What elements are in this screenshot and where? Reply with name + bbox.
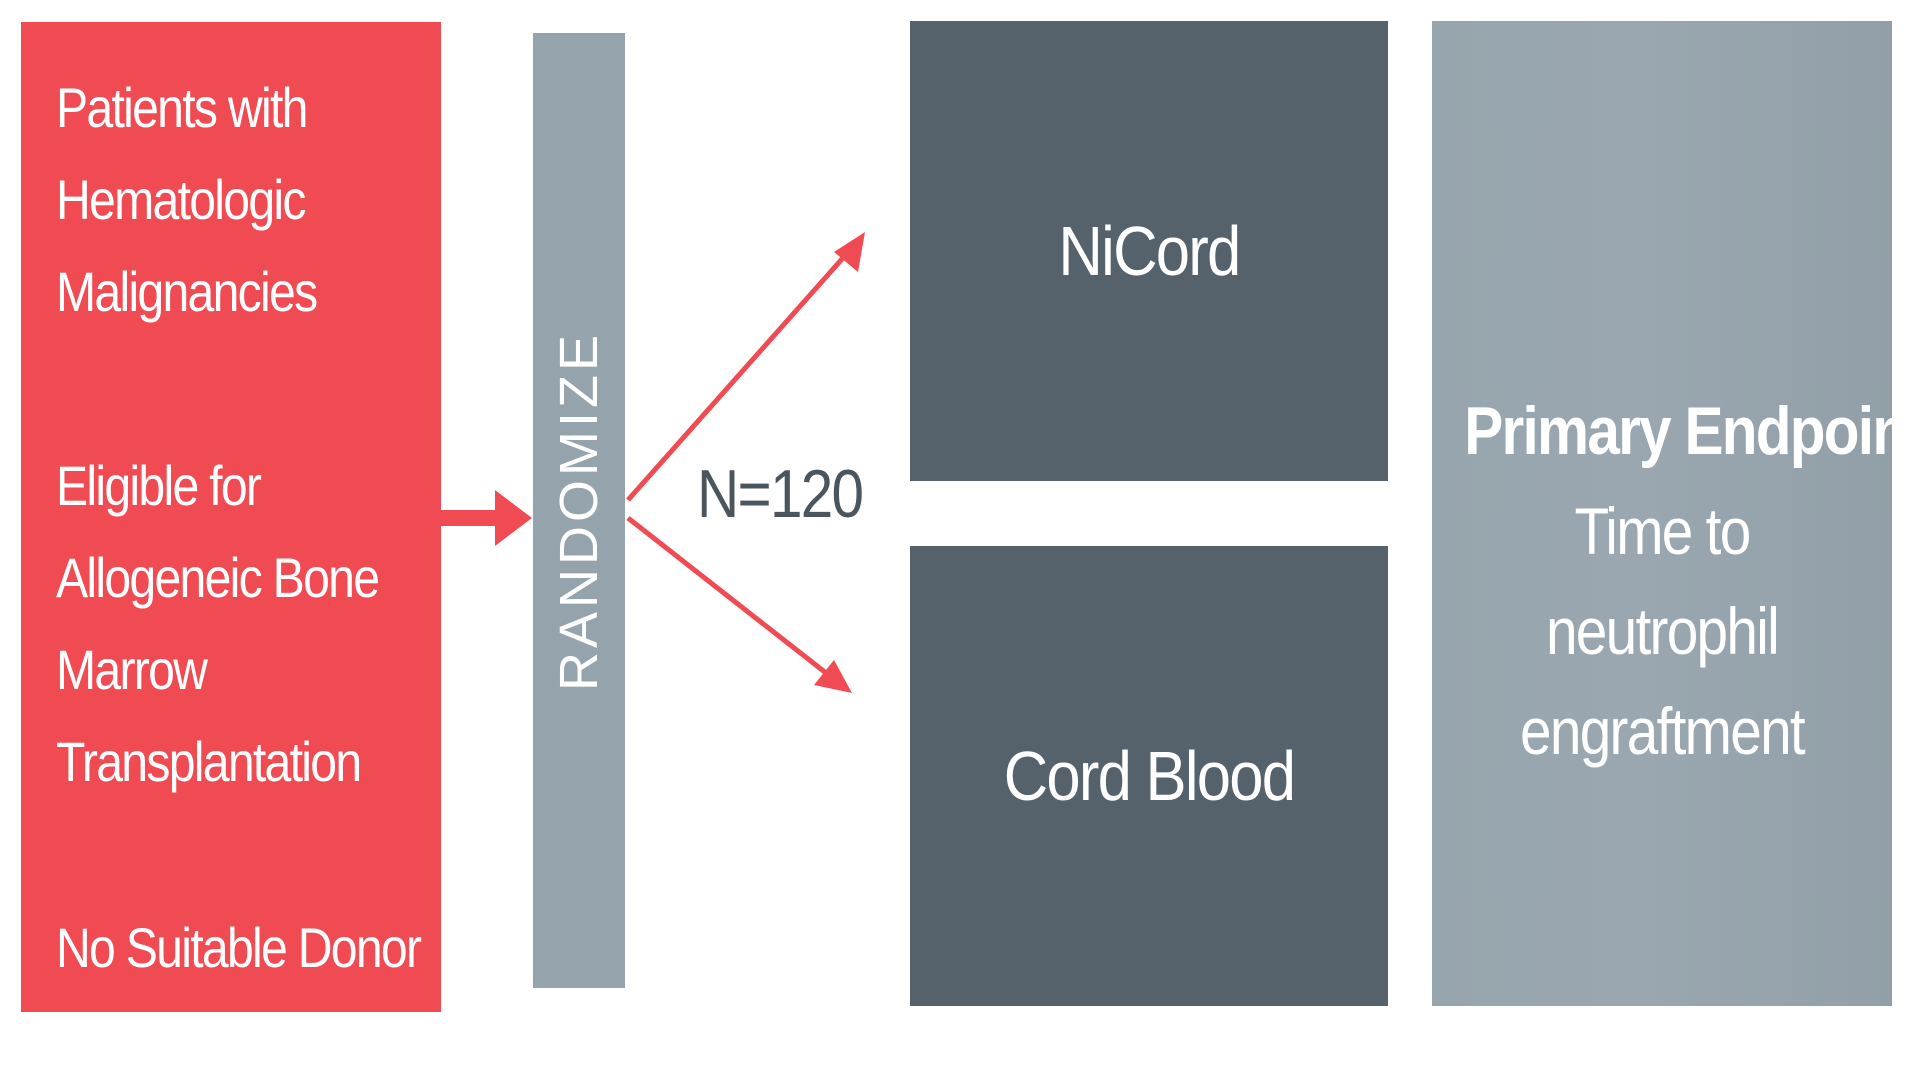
criteria-line: Hematologic: [56, 168, 306, 231]
arm-cord-blood: Cord Blood: [910, 546, 1388, 1006]
arm-label: Cord Blood: [1003, 737, 1296, 815]
criteria-line: Eligible for: [56, 454, 262, 517]
criteria-line: Malignancies: [56, 260, 318, 323]
randomize-label: RANDOMIZE: [549, 330, 609, 691]
primary-endpoint-box: Primary Endpoint Time to neutrophil engr…: [1432, 21, 1917, 1006]
arm-nicord: NiCord: [910, 21, 1388, 481]
arrow-to-randomize: [441, 490, 532, 546]
criteria-line: Transplantation: [56, 730, 362, 793]
criteria-line: Allogeneic Bone: [56, 546, 380, 609]
criteria-line: Patients with: [56, 76, 308, 139]
sample-size-label: N=120: [697, 456, 864, 532]
arrow-to-cord-blood: [626, 516, 852, 693]
criteria-line: Marrow: [56, 638, 208, 701]
randomize-bar: RANDOMIZE: [533, 33, 625, 988]
endpoint-description-line: engraftment: [1520, 694, 1806, 768]
endpoint-title: Primary Endpoint: [1464, 393, 1917, 469]
criteria-group-eligibility: Eligible for Allogeneic Bone Marrow Tran…: [56, 440, 380, 808]
arrow-to-nicord: [626, 232, 865, 502]
criteria-group-population: Patients with Hematologic Malignancies: [56, 62, 318, 338]
criteria-line: No Suitable Donor: [56, 916, 422, 979]
arm-label: NiCord: [1058, 212, 1241, 290]
criteria-group-donor: No Suitable Donor: [56, 902, 422, 994]
endpoint-description-line: Time to neutrophil: [1545, 494, 1780, 668]
eligibility-criteria-box: Patients with Hematologic Malignancies E…: [21, 22, 441, 1012]
